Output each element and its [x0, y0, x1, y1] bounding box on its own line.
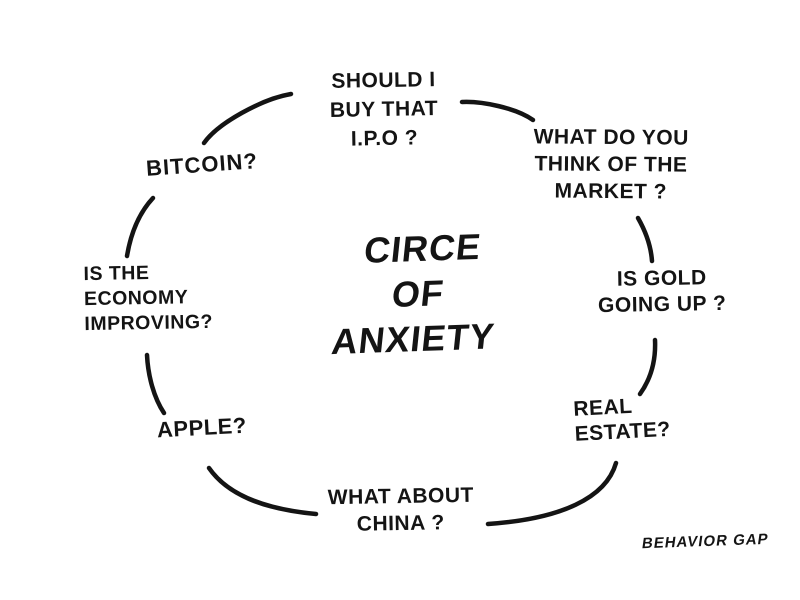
arc-realestate-to-china — [485, 460, 619, 527]
label-line: APPLE? — [156, 412, 248, 443]
arc-improving-to-bitcoin — [124, 195, 156, 259]
arc-bitcoin-to-ipo — [201, 91, 294, 146]
label-line: GOING UP ? — [597, 291, 727, 318]
label-line: MARKET ? — [554, 179, 668, 204]
arc-market-to-gold — [635, 215, 655, 264]
anxiety-item-economy: IS THE ECONOMY IMPROVING? — [83, 260, 213, 337]
anxiety-item-real-estate: REAL ESTATE? — [573, 391, 685, 447]
label-line: WHAT ABOUT — [327, 483, 475, 510]
label-line: BUY THAT — [329, 97, 439, 122]
label-line: ECONOMY — [83, 286, 189, 311]
label-line: SHOULD I — [331, 68, 436, 93]
anxiety-item-apple: APPLE? — [156, 413, 247, 444]
label-line: IS GOLD — [616, 266, 707, 291]
label-line: I.P.O ? — [350, 126, 419, 151]
title-line: ANXIETY — [329, 315, 497, 363]
label-line: IMPROVING? — [84, 310, 214, 336]
arc-ipo-to-market — [459, 99, 536, 123]
arc-china-to-apple — [206, 465, 319, 517]
arc-gold-to-realestate — [637, 337, 658, 397]
anxiety-item-market: WHAT DO YOU THINK OF THE MARKET ? — [525, 123, 698, 205]
arc-economy-to-apple — [144, 352, 167, 416]
anxiety-item-china: WHAT ABOUT CHINA ? — [327, 482, 475, 539]
label-line: WHAT DO YOU — [533, 125, 689, 150]
anxiety-item-ipo: SHOULD I BUY THAT I.P.O ? — [317, 65, 450, 154]
diagram-title: CIRCE OF ANXIETY — [321, 223, 515, 365]
anxiety-item-gold: IS GOLD GOING UP ? — [586, 265, 739, 320]
title-line: OF — [389, 272, 447, 315]
title-line: CIRCE — [362, 225, 484, 271]
label-line: IS THE — [83, 261, 150, 286]
label-line: THINK OF THE — [534, 152, 688, 177]
label-line: CHINA ? — [356, 511, 445, 536]
